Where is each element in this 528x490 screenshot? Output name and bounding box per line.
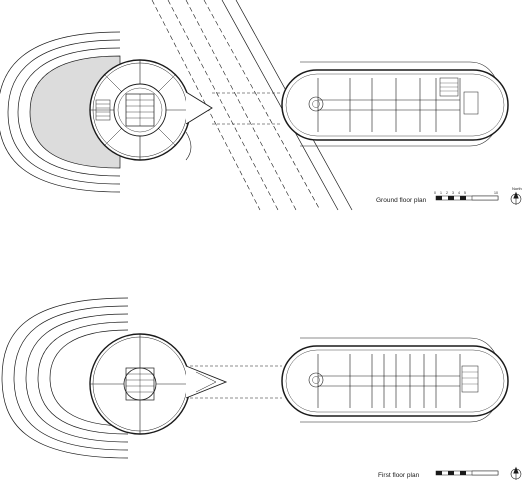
ground-stadium-building xyxy=(281,69,509,141)
first-layered-arcs xyxy=(1,297,129,459)
ground-scale-bar: 0 1 2 3 4 5 10 xyxy=(434,191,499,201)
first-arrow-wing xyxy=(185,365,228,399)
scale-tick-label: 1 xyxy=(440,191,442,195)
ground-dashed-road-lines xyxy=(151,0,321,211)
first-plan-caption: First floor plan xyxy=(378,472,420,479)
ground-rotunda xyxy=(89,59,191,161)
scale-tick-label: 3 xyxy=(452,191,454,195)
first-floor-plan: First floor plan xyxy=(1,297,522,480)
first-stadium-building xyxy=(281,345,509,417)
north-label: North xyxy=(512,186,522,191)
ground-connector-lines xyxy=(212,92,282,125)
scale-tick-label: 5 xyxy=(464,191,466,195)
ground-plan-caption: Ground floor plan xyxy=(376,197,427,204)
ground-scale-tick-labels: 0 1 2 3 4 5 10 xyxy=(434,191,498,195)
scale-tick-label: 2 xyxy=(446,191,448,195)
first-scale-bar xyxy=(435,470,499,476)
first-north-arrow-icon xyxy=(510,466,522,480)
ground-north-arrow-icon: North xyxy=(510,186,522,205)
first-connector-lines xyxy=(190,365,282,399)
ground-floor-plan: Ground floor plan 0 1 2 3 4 5 10 North xyxy=(0,0,522,211)
scale-tick-label: 10 xyxy=(494,191,498,195)
ground-arrow-wing xyxy=(185,91,213,161)
scale-tick-label: 0 xyxy=(434,191,436,195)
first-rotunda xyxy=(89,333,191,435)
scale-tick-label: 4 xyxy=(458,191,460,195)
